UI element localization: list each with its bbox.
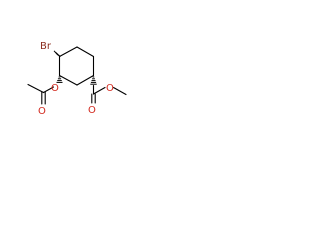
ring-oxygen-label: O	[51, 83, 59, 94]
hash-bond-to-ester-carbon	[90, 76, 97, 85]
molecule-diagram: Br O O O O	[0, 0, 152, 152]
ester-oxygen-label: O	[106, 83, 114, 94]
ring-bond-4	[76, 74, 95, 86]
acetyl-carbonyl-oxygen-label: O	[38, 106, 46, 117]
ring-bond-1	[58, 46, 78, 58]
methyl-ester-group	[91, 84, 127, 104]
hash-bond-to-oxygen	[56, 76, 63, 83]
bromine-label: Br	[40, 41, 52, 52]
carbonyl-to-methyl-bond	[27, 83, 45, 94]
hash-bond-to-bromine	[53, 50, 61, 58]
ring-bond-5	[58, 74, 78, 86]
cyclohexane-ring	[58, 46, 95, 86]
acetate-group	[27, 83, 55, 105]
ester-carbon-to-oxygen-bond	[92, 86, 106, 95]
ring-bond-2	[76, 46, 95, 58]
ester-carbonyl-oxygen-label: O	[88, 105, 96, 116]
background	[0, 0, 152, 152]
oxygen-to-methyl-bond	[112, 86, 127, 96]
